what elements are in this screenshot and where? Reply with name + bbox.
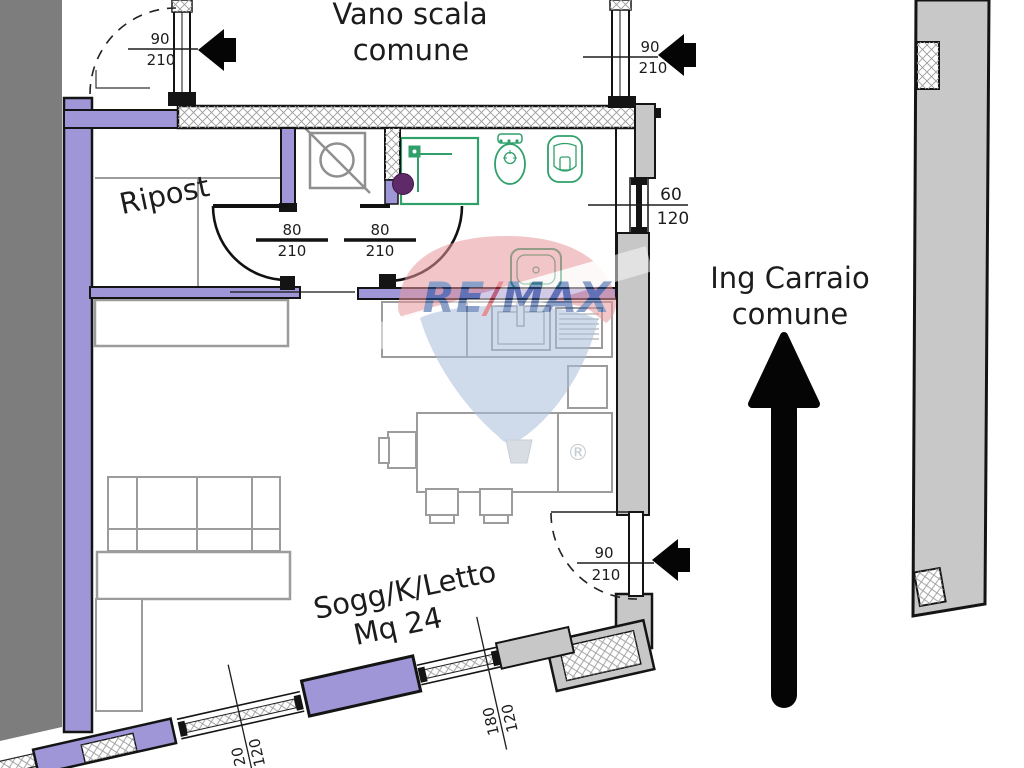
chair-bottom-2 <box>479 488 513 524</box>
dim-storage-h: 210 <box>278 242 307 260</box>
wall-bottom-pier <box>299 654 423 718</box>
dimensions-layer: 90 210 90 210 80 210 80 210 60 120 <box>128 29 696 584</box>
dim-tl-w: 90 <box>150 30 169 48</box>
window-bottom-1 <box>176 690 305 740</box>
dim-door-top-left: 90 210 <box>128 29 236 71</box>
dim-tr-h: 210 <box>639 59 668 77</box>
watermark-brand: RE/MAX <box>422 273 613 322</box>
wall-right-upper <box>634 103 656 179</box>
doors-layer <box>89 7 638 600</box>
label-stairwell-line2: comune <box>353 33 470 67</box>
dim-window-large-w: 180 <box>479 705 503 737</box>
dim-ent-w: 90 <box>594 544 613 562</box>
label-stairwell-line1: Vano scala <box>332 0 487 31</box>
wall-entry-corner-arm <box>544 618 656 693</box>
label-driveway-line1: Ing Carraio <box>710 261 870 295</box>
watermark-balloon: RE/MAX ® <box>357 236 653 466</box>
wardrobe <box>93 298 290 348</box>
dim-bath-h: 210 <box>366 242 395 260</box>
window-stub-left <box>0 752 38 768</box>
sofa-bed <box>95 476 292 712</box>
window-bottom-2 <box>416 646 502 686</box>
wall-bottom-gray-right <box>494 625 576 670</box>
dim-window-small-h: 120 <box>245 737 269 768</box>
door-top-left-swing <box>89 7 177 95</box>
dim-door-bathroom: 80 210 <box>344 221 416 260</box>
dim-window-side: 60 120 <box>588 185 689 229</box>
dim-storage-w: 80 <box>282 221 301 239</box>
balloon-top <box>398 236 617 323</box>
bidet <box>494 133 526 185</box>
dim-window-large-h: 120 <box>498 702 522 734</box>
balloon-bottom <box>420 305 598 444</box>
chair-bottom-1 <box>425 488 459 524</box>
watermark-max: MAX <box>502 273 613 322</box>
dim-ent-h: 210 <box>592 566 621 584</box>
shower-symbol <box>304 127 371 194</box>
wall-storage-top <box>63 109 179 129</box>
dim-door-top-right: 90 210 <box>583 34 696 77</box>
dim-door-storage: 80 210 <box>256 221 328 260</box>
watermark-slash: / <box>481 273 505 322</box>
wall-bottom-slanted: 20 120 180 120 <box>0 616 576 768</box>
chair-left <box>378 431 417 469</box>
door-arrow-icon <box>652 539 690 581</box>
dim-door-entrance: 90 210 <box>577 539 690 584</box>
wall-stub-storage <box>280 127 296 205</box>
neighbour-wall-band <box>0 0 62 741</box>
dim-window-large: 180 120 <box>479 702 522 737</box>
wall-right-lower <box>616 232 650 516</box>
outer-wall-right <box>911 0 991 618</box>
door-arrow-icon <box>658 34 696 76</box>
door-storage <box>211 204 295 290</box>
wall-left <box>62 96 94 734</box>
dim-tr-w: 90 <box>640 38 659 56</box>
dim-tl-h: 210 <box>147 51 176 69</box>
dim-window-small-w: 20 <box>228 745 250 768</box>
shower-tray <box>399 136 480 206</box>
window-side <box>629 177 649 235</box>
dim-side-w: 60 <box>660 185 682 205</box>
dim-bath-w: 80 <box>370 221 389 239</box>
wall-stub-cap <box>279 203 297 212</box>
watermark-re: RE <box>422 273 485 322</box>
storage-shelves <box>95 177 283 286</box>
label-driveway-line2: comune <box>732 297 849 331</box>
door-entrance-swing <box>550 511 638 600</box>
dim-side-h: 120 <box>657 209 689 229</box>
balloon-basket <box>505 439 533 464</box>
dim-window-small: 20 120 <box>228 737 269 768</box>
toilet <box>547 135 583 183</box>
walls-layer: 20 120 180 120 <box>0 0 991 768</box>
door-frame-entrance <box>628 511 644 597</box>
door-frame-top-right <box>608 0 636 108</box>
door-frame-top-left <box>168 0 196 106</box>
column-dot <box>392 173 414 195</box>
driveway-arrow-icon <box>748 332 820 708</box>
registered-icon: ® <box>567 441 589 466</box>
door-arrow-icon <box>198 29 236 71</box>
